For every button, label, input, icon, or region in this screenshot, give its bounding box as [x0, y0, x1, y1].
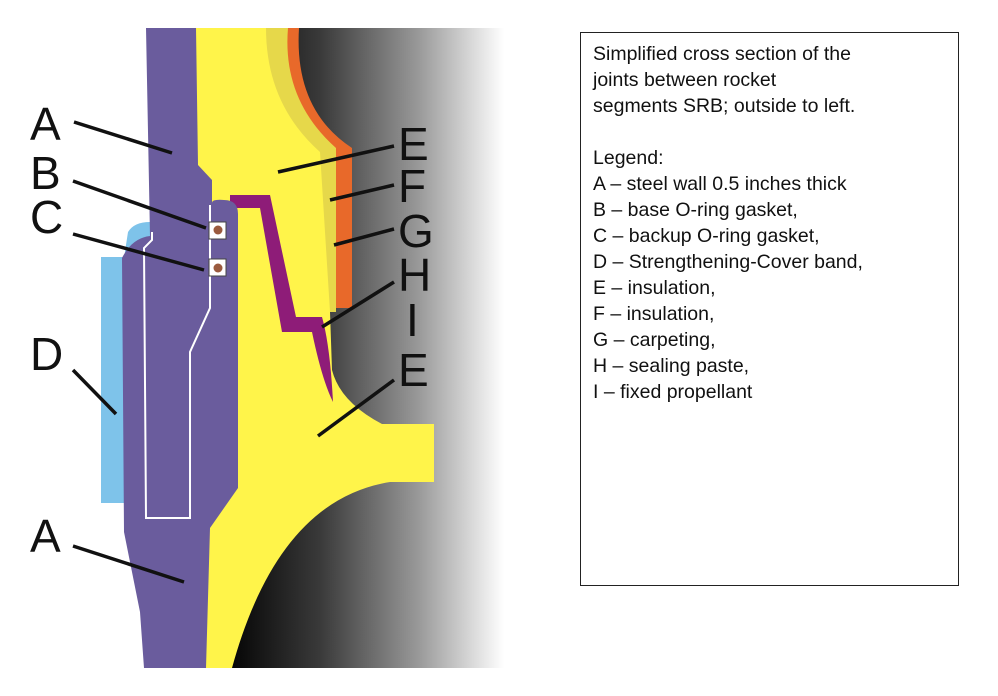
description-line: joints between rocket	[593, 69, 777, 91]
insulation-e-body	[196, 28, 434, 668]
callout-e-bottom: E	[398, 344, 429, 396]
legend-entry-e: E – insulation,	[593, 277, 716, 299]
callout-i: I	[406, 294, 419, 346]
legend-entry-g: G – carpeting,	[593, 329, 716, 351]
legend-entry-a: A – steel wall 0.5 inches thick	[593, 173, 847, 195]
legend-entry-i: I – fixed propellant	[593, 381, 753, 403]
leader-lines	[71, 120, 396, 584]
leader-line-e-top	[277, 144, 395, 174]
leader-line-g	[333, 227, 395, 247]
legend-entry-h: H – sealing paste,	[593, 355, 750, 377]
legend-spacer	[593, 119, 946, 145]
callout-e-top: E	[398, 118, 429, 170]
legend-box: Simplified cross section of the joints b…	[580, 32, 959, 586]
legend-entries: A – steel wall 0.5 inches thick B – base…	[593, 171, 946, 405]
callout-a-top: A	[30, 98, 61, 150]
steel-wall	[122, 28, 238, 668]
callout-g: G	[398, 205, 434, 257]
callout-d: D	[30, 328, 63, 380]
description-line: Simplified cross section of the	[593, 43, 851, 65]
leader-line-h	[321, 280, 395, 329]
legend-entry-b: B – base O-ring gasket,	[593, 199, 798, 221]
legend-entry-f: F – insulation,	[593, 303, 715, 325]
legend-description: Simplified cross section of the joints b…	[593, 41, 946, 119]
leader-line-b	[72, 179, 207, 230]
leader-line-a-top	[73, 120, 173, 155]
callout-b: B	[30, 147, 61, 199]
legend-entry-d: D – Strengthening-Cover band,	[593, 251, 863, 273]
leader-line-a-bottom	[72, 544, 185, 584]
leader-line-e-bottom	[316, 378, 396, 438]
legend-title: Legend:	[593, 147, 664, 169]
base-o-ring	[213, 225, 223, 235]
strengthening-band-body	[101, 257, 125, 503]
description-line: segments SRB; outside to left.	[593, 95, 856, 117]
sealing-paste	[230, 195, 333, 402]
callout-h: H	[398, 249, 431, 301]
callout-f: F	[398, 160, 426, 212]
joint-cross-section-diagram: A B C D A E F G H I E	[30, 28, 504, 668]
clevis-slot-outline	[142, 205, 211, 519]
backup-o-ring	[213, 263, 223, 273]
callout-a-bottom: A	[30, 510, 61, 562]
callout-c: C	[30, 191, 63, 243]
leader-line-f	[329, 183, 395, 202]
leader-line-d	[71, 368, 118, 416]
leader-line-c	[72, 232, 205, 272]
legend-entry-c: C – backup O-ring gasket,	[593, 225, 820, 247]
